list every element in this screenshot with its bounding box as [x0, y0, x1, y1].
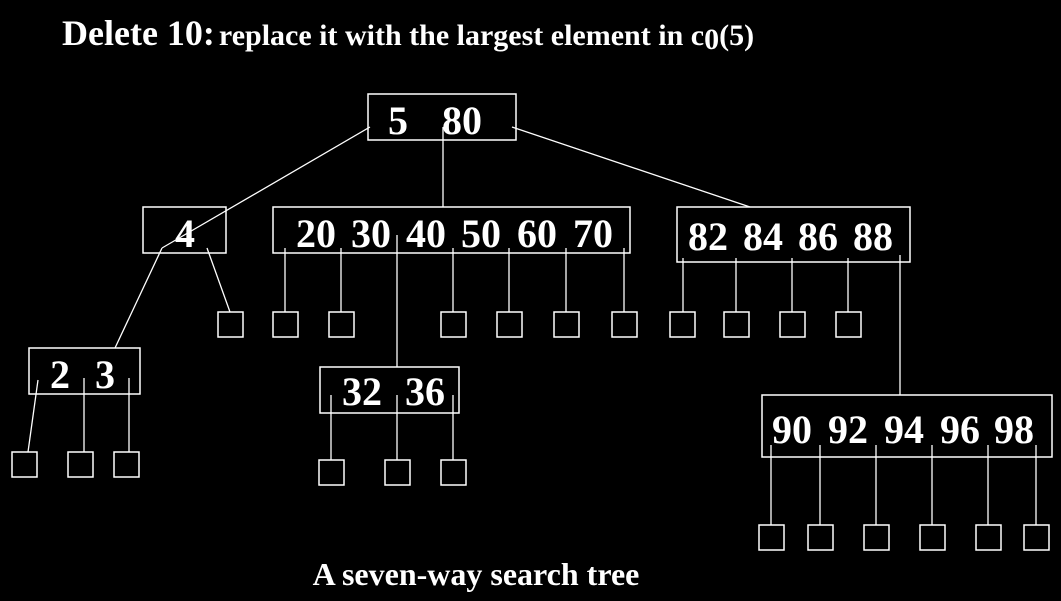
- title-tail: (5): [719, 19, 755, 52]
- empty-leaf: [384, 459, 411, 486]
- edge-left-grand: [114, 247, 163, 349]
- edge-gl-leaf-1: [27, 379, 39, 453]
- node-left-child-box: [142, 206, 227, 254]
- node-grand-right-key-2: 92: [828, 407, 868, 452]
- empty-leaf: [779, 311, 806, 338]
- node-middle-child-key-6: 70: [573, 211, 613, 256]
- title-rest: replace it with the largest element in c: [218, 19, 705, 52]
- edge-left-leaf: [206, 247, 231, 313]
- node-grand-left: 2 3: [28, 347, 141, 397]
- empty-leaves: [11, 311, 1050, 551]
- empty-leaf: [272, 311, 299, 338]
- title-subscript: 0: [704, 23, 720, 57]
- empty-leaf: [919, 524, 946, 551]
- empty-leaf: [328, 311, 355, 338]
- node-root: 5 80: [367, 93, 517, 143]
- empty-leaf: [318, 459, 345, 486]
- empty-leaf: [67, 451, 94, 478]
- empty-leaf: [669, 311, 696, 338]
- edge-root-left: [161, 126, 371, 249]
- empty-leaf: [723, 311, 750, 338]
- node-grand-middle-key-1: 32: [342, 369, 382, 414]
- node-grand-right-key-4: 96: [940, 407, 980, 452]
- empty-leaf: [440, 459, 467, 486]
- node-root-key-1: 5: [388, 98, 408, 143]
- empty-leaf: [611, 311, 638, 338]
- node-grand-left-key-1: 2: [50, 352, 70, 397]
- node-root-box: [367, 93, 517, 141]
- node-right-child: 82 84 86 88: [676, 206, 911, 263]
- empty-leaf: [11, 451, 38, 478]
- empty-leaf: [217, 311, 244, 338]
- node-grand-middle-box: [319, 366, 460, 414]
- empty-leaf: [1023, 524, 1050, 551]
- node-middle-child-key-5: 60: [517, 211, 557, 256]
- edge-root-right: [511, 126, 751, 208]
- node-middle-child-key-4: 50: [461, 211, 501, 256]
- node-left-child-key-1: 4: [175, 211, 195, 256]
- node-right-child-box: [676, 206, 911, 263]
- empty-leaf: [807, 524, 834, 551]
- empty-leaf: [835, 311, 862, 338]
- node-middle-child-key-2: 30: [351, 211, 391, 256]
- node-middle-child-key-1: 20: [296, 211, 336, 256]
- node-root-key-2: 80: [442, 98, 482, 143]
- tree-edges: [27, 126, 1037, 525]
- empty-leaf: [496, 311, 523, 338]
- node-grand-right-key-5: 98: [994, 407, 1034, 452]
- node-grand-middle: 32 36: [319, 366, 460, 414]
- empty-leaf: [113, 451, 140, 478]
- node-grand-left-box: [28, 347, 141, 395]
- node-left-child: 4: [142, 206, 227, 256]
- node-grand-middle-key-2: 36: [405, 369, 445, 414]
- node-middle-child-box: [272, 206, 631, 254]
- node-middle-child-key-3: 40: [406, 211, 446, 256]
- slide-title: Delete 10: replace it with the largest e…: [62, 12, 754, 57]
- node-grand-right-key-1: 90: [772, 407, 812, 452]
- node-right-child-key-2: 84: [743, 214, 783, 259]
- node-middle-child: 20 30 40 50 60 70: [272, 206, 631, 256]
- empty-leaf: [553, 311, 580, 338]
- node-grand-right-box: [761, 394, 1053, 458]
- node-grand-right-key-3: 94: [884, 407, 924, 452]
- node-right-child-key-1: 82: [688, 214, 728, 259]
- title-lead: Delete 10:: [62, 13, 215, 53]
- node-grand-right: 90 92 94 96 98: [761, 394, 1053, 458]
- node-right-child-key-4: 88: [853, 214, 893, 259]
- node-right-child-key-3: 86: [798, 214, 838, 259]
- empty-leaf: [440, 311, 467, 338]
- empty-leaf: [863, 524, 890, 551]
- empty-leaf: [975, 524, 1002, 551]
- diagram-caption: A seven-way search tree: [312, 556, 640, 592]
- empty-leaf: [758, 524, 785, 551]
- node-grand-left-key-2: 3: [95, 352, 115, 397]
